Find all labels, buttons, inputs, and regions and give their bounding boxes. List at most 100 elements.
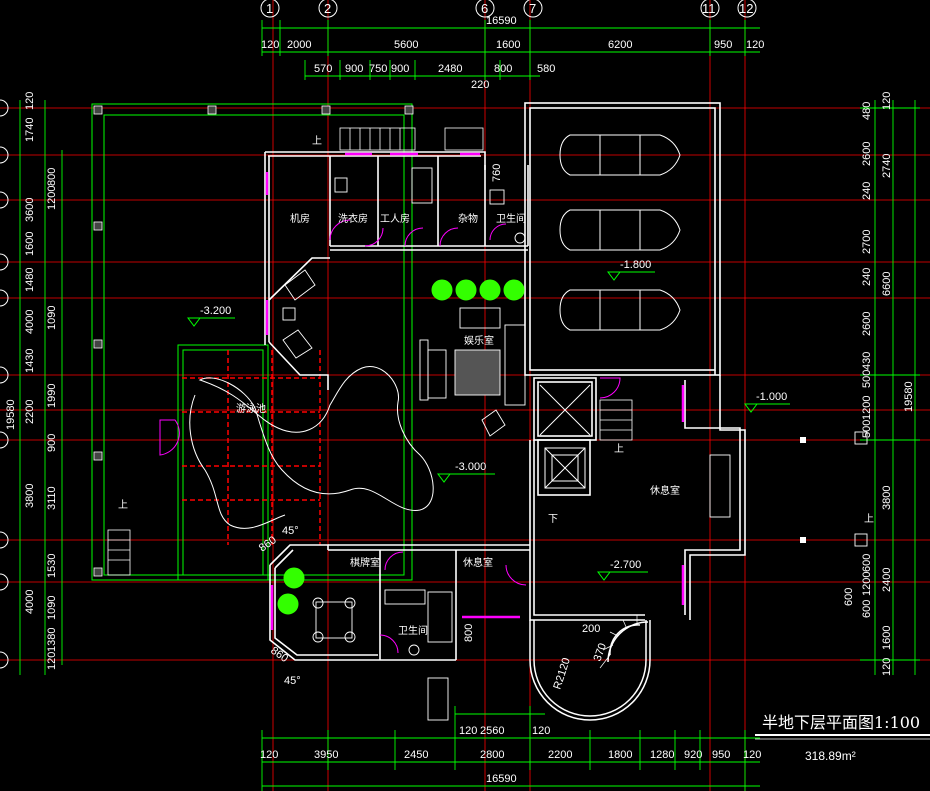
dim-right-5: 2400 xyxy=(881,568,893,592)
white-markers xyxy=(800,437,806,543)
dim-misc-200: 200 xyxy=(582,623,600,635)
room-rest-right: 休息室 xyxy=(650,484,680,497)
dim-bottom-inner-1: 120 xyxy=(459,725,477,737)
dim-bottom-3: 2450 xyxy=(404,749,428,761)
dim-left-2: 1740 xyxy=(24,118,36,142)
dim-right-6: 1600 xyxy=(881,626,893,650)
dim-bottom-inner-3: 120 xyxy=(532,725,550,737)
drawing-title: 半地下层平面图1:100 xyxy=(762,713,920,732)
dim-top-7: 120 xyxy=(746,39,764,51)
room-laundry: 洗衣房 xyxy=(338,212,368,225)
left-axis-bubbles xyxy=(0,99,9,669)
stair-treads xyxy=(107,127,633,576)
dim-top2-7: 580 xyxy=(537,63,555,75)
dim-left-8: 2200 xyxy=(24,400,36,424)
dim-left-1: 120 xyxy=(24,92,36,110)
dim-top2-2: 900 xyxy=(345,63,363,75)
dim-bottom-8: 920 xyxy=(684,749,702,761)
level-main: -3.000 xyxy=(455,461,486,473)
dim-right-inner-9: 1200 xyxy=(861,396,873,420)
dim-right-inner-6: 2600 xyxy=(861,312,873,336)
dim-right-inner-5: 240 xyxy=(861,268,873,286)
circular-stair xyxy=(529,620,651,721)
dim-bottom-9: 950 xyxy=(712,749,730,761)
dim-right-2: 2740 xyxy=(881,154,893,178)
room-worker: 工人房 xyxy=(380,212,410,225)
level-markers xyxy=(187,271,790,581)
dim-left-9: 900 xyxy=(46,434,58,452)
pool-grid xyxy=(182,350,321,545)
dim-top2-3: 750 xyxy=(369,63,387,75)
dim-right-inner-1: 480 xyxy=(861,102,873,120)
dim-top-total: 16590 xyxy=(486,15,517,27)
dim-top2-4: 900 xyxy=(391,63,409,75)
elevator-icon xyxy=(539,384,591,489)
room-pool: 游泳池 xyxy=(236,402,266,415)
right-dimensions: 120 2740 6600 3800 2400 1600 120 480 260… xyxy=(843,92,915,676)
dim-left-4: 1600 xyxy=(24,232,36,256)
dim-bottom-4: 2800 xyxy=(480,749,504,761)
dim-left-total: 19580 xyxy=(5,399,17,430)
stair-up-1: 上 xyxy=(312,135,322,147)
dim-right-1: 120 xyxy=(881,92,893,110)
car-icons xyxy=(559,134,681,331)
level-terrace: -1.000 xyxy=(756,391,787,403)
dim-top-4: 1600 xyxy=(496,39,520,51)
dim-left-inner-4: 1990 xyxy=(46,384,58,408)
dim-left-10: 3800 xyxy=(24,484,36,508)
building-walls xyxy=(264,102,746,661)
dim-right-inner-13: 1200 xyxy=(861,572,873,596)
room-bath-bottom: 卫生间 xyxy=(398,624,428,637)
dim-top2-5: 2480 xyxy=(438,63,462,75)
grid-axis-11: 11 xyxy=(702,1,716,16)
armchair-icon xyxy=(284,269,316,301)
dim-top-small: 220 xyxy=(471,79,489,91)
dim-left-inner-3: 1090 xyxy=(46,306,58,330)
room-bath-top: 卫生间 xyxy=(496,212,526,225)
grid-axis-2: 2 xyxy=(324,1,331,16)
dim-top2-1: 570 xyxy=(314,63,332,75)
car-1 xyxy=(559,134,681,176)
stair-down: 下 xyxy=(548,514,558,525)
dimension-lines xyxy=(19,20,920,791)
pool-deck-outline xyxy=(91,103,413,581)
dim-left-13: 1380 xyxy=(46,628,58,652)
stair-up-3: 上 xyxy=(614,443,624,455)
dim-right-inner-4: 2700 xyxy=(861,230,873,254)
dim-right-4: 3800 xyxy=(881,486,893,510)
level-lower: -2.700 xyxy=(610,559,641,571)
dim-right-3: 6600 xyxy=(881,272,893,296)
deck-posts xyxy=(93,105,414,577)
dim-right-inner-2: 2600 xyxy=(861,142,873,166)
circular-stair-treads xyxy=(599,615,638,669)
pool-lawn-curve xyxy=(189,394,286,529)
furniture xyxy=(282,167,868,721)
car-3 xyxy=(559,289,681,331)
dim-left-12: 4000 xyxy=(24,590,36,614)
dim-right-inner-7: 500 xyxy=(861,370,873,388)
car-2 xyxy=(559,209,681,251)
dim-right-7: 120 xyxy=(881,658,893,676)
drawing-area: 318.89m² xyxy=(805,749,856,763)
dim-left-6: 4000 xyxy=(24,310,36,334)
room-chess: 棋牌室 xyxy=(350,556,380,569)
dim-right-inner-11: 600 xyxy=(861,554,873,572)
dim-bottom-5: 2200 xyxy=(548,749,572,761)
level-pool-deck: -3.200 xyxy=(200,305,231,317)
dim-left-inner-2: 1200 xyxy=(46,186,58,210)
grid-axis-1: 1 xyxy=(266,1,273,16)
dim-right-inner-14: 600 xyxy=(861,600,873,618)
dim-bottom-6: 1800 xyxy=(608,749,632,761)
plant-icons xyxy=(277,279,525,615)
dim-left-7: 1430 xyxy=(24,349,36,373)
room-machine: 机房 xyxy=(290,212,310,225)
dim-misc-45a: 45° xyxy=(282,525,299,537)
dim-misc-860a: 860 xyxy=(257,534,279,554)
dim-right-inner-3: 240 xyxy=(861,182,873,200)
dim-top-5: 6200 xyxy=(608,39,632,51)
dim-bottom-inner-2: 2560 xyxy=(480,725,504,737)
dim-bottom-total: 16590 xyxy=(486,773,517,785)
dim-top-2: 2000 xyxy=(287,39,311,51)
grid-axis-12: 12 xyxy=(739,1,753,16)
